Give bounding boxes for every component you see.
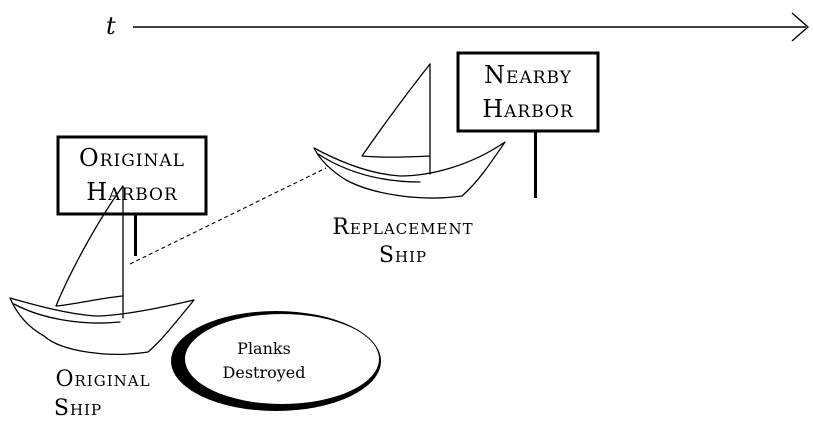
- nearby-harbor-sign-post: [534, 131, 537, 198]
- original-harbor-label-line1: Original: [79, 144, 185, 172]
- original-ship-label-line1: Original: [55, 367, 150, 392]
- planks-label-line1: Planks: [237, 339, 291, 358]
- original-ship-sail: [55, 185, 124, 307]
- replacement-ship-hull: [313, 141, 506, 199]
- original-harbor-sign-board: [56, 135, 208, 216]
- original-ship-hull: [9, 297, 195, 355]
- ship-connector-dashed: [129, 167, 327, 265]
- planks-label-line2: Destroyed: [223, 363, 306, 382]
- original-harbor-label-line2: Harbor: [86, 178, 178, 206]
- time-axis: t: [106, 12, 810, 42]
- planks-destroyed-bubble: Planks Destroyed: [171, 311, 381, 411]
- original-harbor-sign: Original Harbor: [56, 135, 208, 256]
- replacement-ship-label-line1: Replacement: [332, 215, 473, 240]
- replacement-ship-sail: [361, 63, 431, 158]
- nearby-harbor-sign-board: [456, 51, 600, 133]
- replacement-ship-label-line2: Ship: [379, 243, 427, 268]
- nearby-harbor-label-line2: Harbor: [482, 95, 574, 123]
- time-axis-arrowhead: [791, 12, 810, 42]
- nearby-harbor-sign: Nearby Harbor: [456, 51, 600, 198]
- original-harbor-sign-post: [134, 214, 137, 256]
- replacement-ship: Replacement Ship: [313, 63, 506, 268]
- original-ship: Original Ship: [9, 185, 195, 421]
- planks-ellipse: [185, 314, 379, 404]
- original-ship-label-line2: Ship: [54, 396, 102, 421]
- nearby-harbor-label-line1: Nearby: [484, 61, 572, 89]
- time-axis-label: t: [106, 12, 116, 40]
